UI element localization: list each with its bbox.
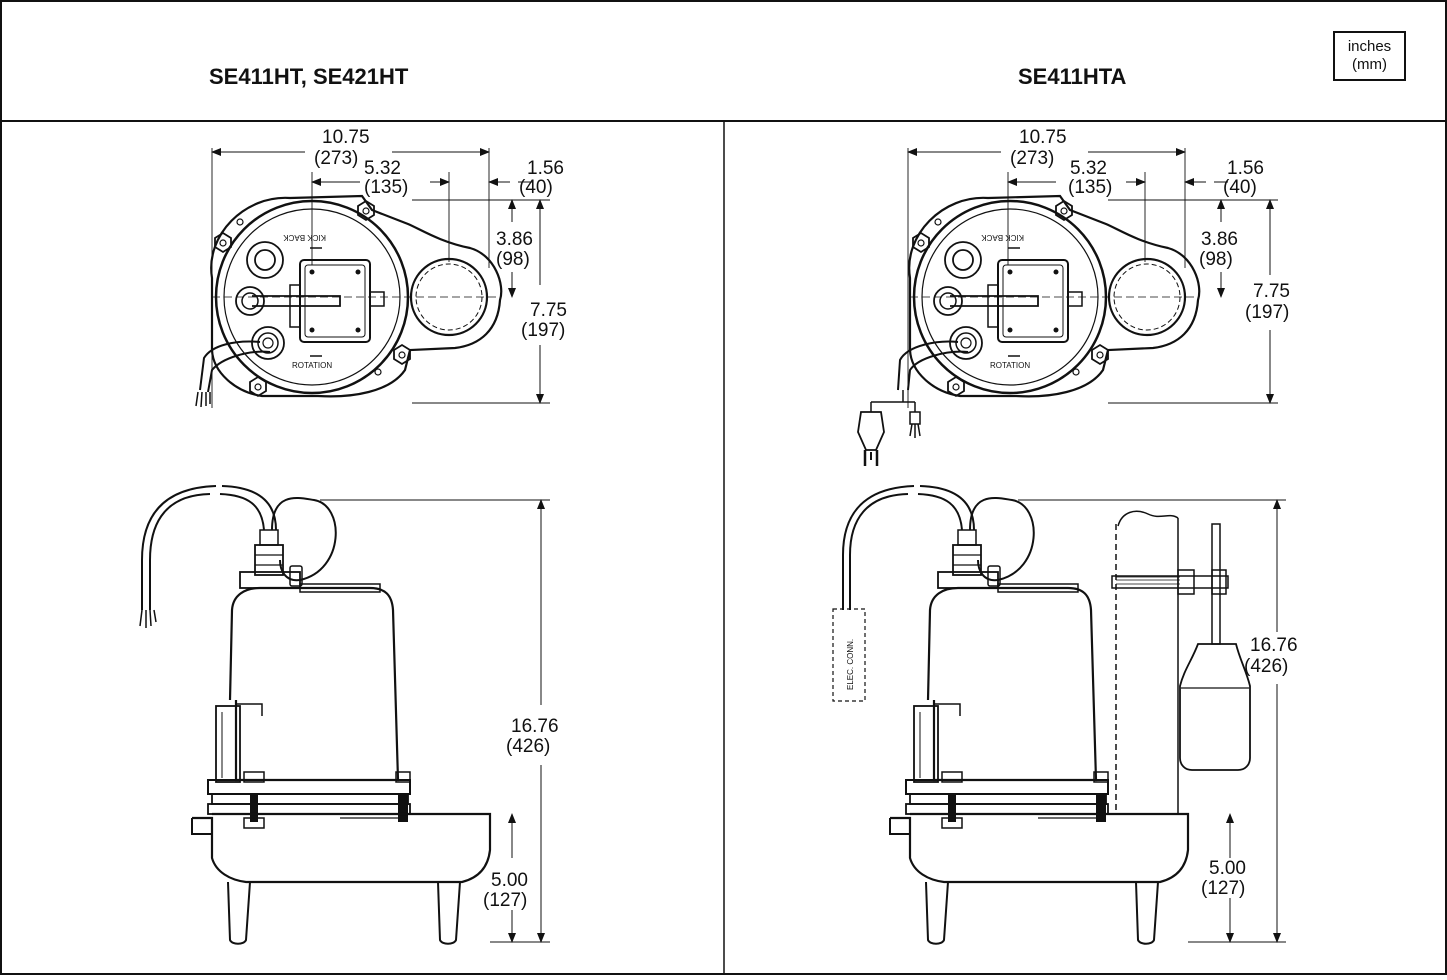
dim-overall-depth-mm-right: (197) bbox=[1245, 302, 1289, 323]
units-legend: inches (mm) bbox=[1333, 31, 1406, 81]
dim-discharge-height-mm: (127) bbox=[483, 890, 527, 911]
dim-center-depth-mm: (98) bbox=[496, 249, 530, 270]
dim-width-total-right: 10.75 bbox=[1019, 127, 1067, 148]
right-model-title: SE411HTA bbox=[1018, 64, 1127, 89]
dim-width-total: 10.75 bbox=[322, 127, 370, 148]
dim-height-mm-right: (426) bbox=[1244, 656, 1288, 677]
dim-center-depth-right: 3.86 bbox=[1201, 229, 1238, 250]
dim-discharge-offset: 1.56 bbox=[527, 158, 564, 179]
right-side-view bbox=[842, 484, 1190, 945]
right-side-dimensions bbox=[1018, 499, 1286, 943]
dim-overall-depth-mm: (197) bbox=[521, 320, 565, 341]
dim-discharge-height: 5.00 bbox=[491, 870, 528, 891]
units-mm: (mm) bbox=[1352, 56, 1387, 73]
dim-inlet-offset-mm-right: (135) bbox=[1068, 177, 1112, 198]
dim-height: 16.76 bbox=[511, 716, 559, 737]
dim-inlet-offset-right: 5.32 bbox=[1070, 158, 1107, 179]
dim-width-total-mm: (273) bbox=[314, 148, 358, 169]
left-side-dimensions bbox=[320, 499, 550, 943]
dim-height-mm: (426) bbox=[506, 736, 550, 757]
dim-center-depth-mm-right: (98) bbox=[1199, 249, 1233, 270]
dim-discharge-offset-right: 1.56 bbox=[1227, 158, 1264, 179]
right-top-dimensions bbox=[907, 148, 1278, 408]
dim-discharge-offset-mm-right: (40) bbox=[1223, 177, 1257, 198]
left-top-dimensions bbox=[211, 148, 550, 408]
label-rotation-right: ROTATION bbox=[990, 361, 1030, 370]
label-elec-conn: ELEC. CONN. bbox=[846, 639, 855, 690]
dim-height-right: 16.76 bbox=[1250, 635, 1298, 656]
left-side-view bbox=[139, 484, 492, 945]
label-kick-back-right: KICK BACK bbox=[981, 233, 1024, 242]
dim-discharge-offset-mm: (40) bbox=[519, 177, 553, 198]
dim-overall-depth-right: 7.75 bbox=[1253, 281, 1290, 302]
dim-inlet-offset-mm: (135) bbox=[364, 177, 408, 198]
elec-conn-box: ELEC. CONN. bbox=[832, 608, 866, 702]
left-model-title: SE411HT, SE421HT bbox=[209, 64, 409, 89]
dim-discharge-height-right: 5.00 bbox=[1209, 858, 1246, 879]
label-rotation: ROTATION bbox=[292, 361, 332, 370]
right-top-view bbox=[857, 194, 1201, 466]
dim-overall-depth: 7.75 bbox=[530, 300, 567, 321]
dim-width-total-mm-right: (273) bbox=[1010, 148, 1054, 169]
left-top-view bbox=[195, 194, 503, 408]
dim-discharge-height-mm-right: (127) bbox=[1201, 878, 1245, 899]
dim-center-depth: 3.86 bbox=[496, 229, 533, 250]
discharge-pipe-float bbox=[1111, 510, 1251, 814]
units-inches: inches bbox=[1347, 38, 1392, 55]
label-kick-back: KICK BACK bbox=[283, 233, 326, 242]
dim-inlet-offset: 5.32 bbox=[364, 158, 401, 179]
